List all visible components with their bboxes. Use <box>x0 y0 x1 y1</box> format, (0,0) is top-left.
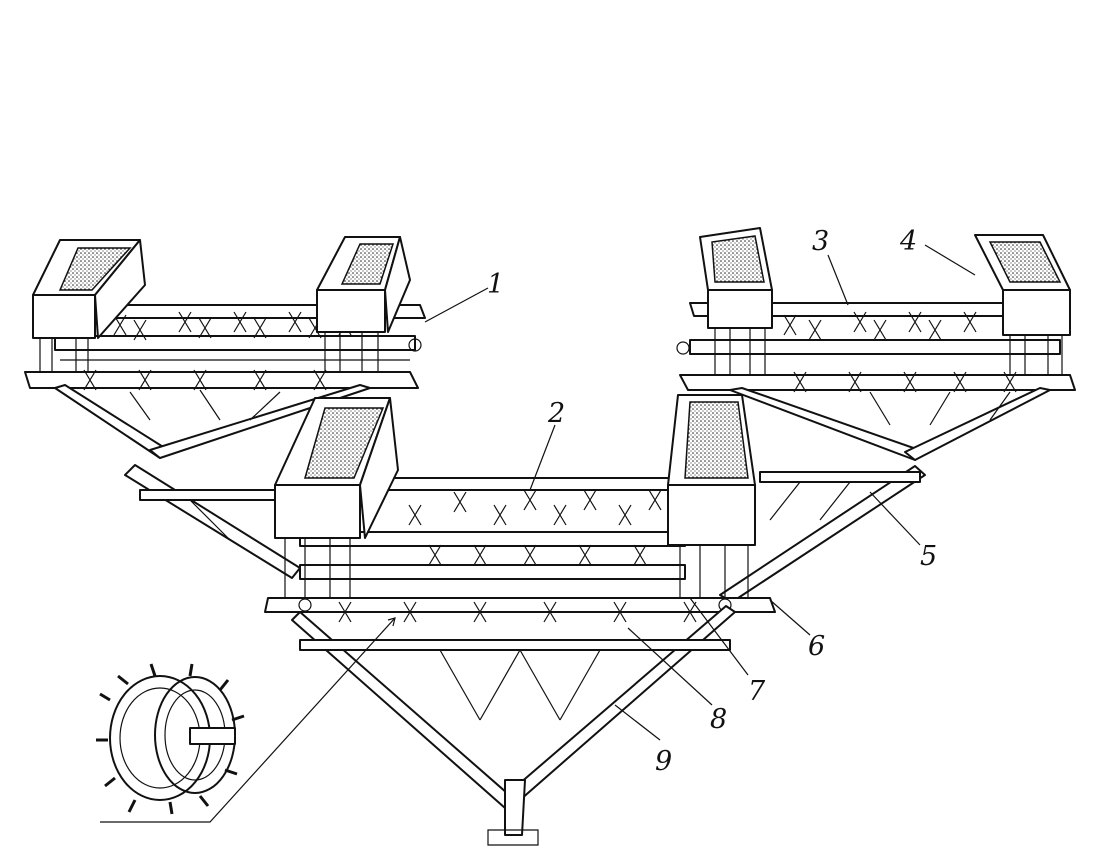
callout-6: 6 <box>808 631 825 662</box>
callout-2: 2 <box>547 398 565 429</box>
right-section <box>676 227 1076 393</box>
inset-leader-line <box>100 617 396 823</box>
hopper-left-1 <box>32 239 146 372</box>
hopper-center-2 <box>667 394 756 598</box>
callout-5: 5 <box>920 541 937 572</box>
truss-frame <box>54 384 1051 603</box>
hopper-right-2 <box>974 234 1071 375</box>
callout-8: 8 <box>710 704 727 735</box>
hopper-right-1 <box>699 227 773 375</box>
spiked-roller-wheel-detail <box>96 663 245 815</box>
center-section <box>264 394 776 623</box>
left-section <box>24 236 426 391</box>
callout-9: 9 <box>655 746 672 777</box>
callout-3: 3 <box>812 226 829 257</box>
callout-4: 4 <box>899 226 917 257</box>
callout-labels: 1 2 3 4 5 6 7 8 9 <box>487 226 937 777</box>
callout-7: 7 <box>748 676 766 707</box>
hopper-left-2 <box>316 236 411 372</box>
callout-leaders <box>424 244 976 741</box>
callout-1: 1 <box>487 269 504 300</box>
hopper-center-1 <box>274 397 399 598</box>
drawbar <box>291 605 736 846</box>
